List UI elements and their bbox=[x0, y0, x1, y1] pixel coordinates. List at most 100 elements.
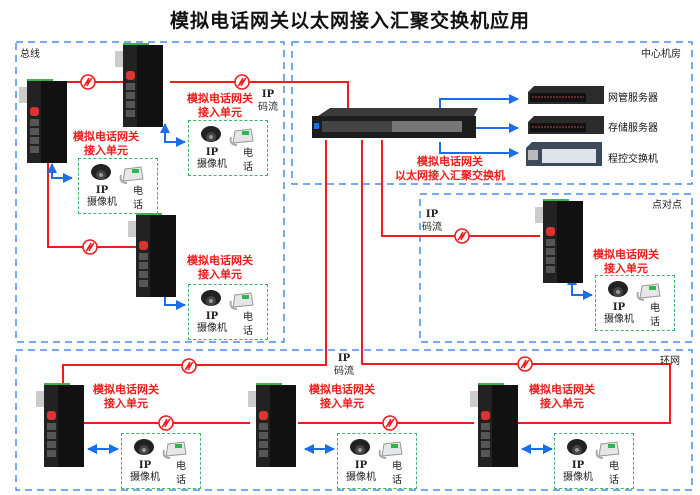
gw-label-line2: 接入单元 bbox=[320, 397, 364, 410]
zone-label-ring: 环网 bbox=[660, 356, 680, 367]
ip-stream-label: IP 码流 bbox=[258, 88, 278, 114]
gw-label-line2: 接入单元 bbox=[540, 397, 584, 410]
ip-camera-icon[interactable] bbox=[607, 280, 629, 302]
gw-label-line1: 模拟电话网关 bbox=[529, 383, 595, 396]
phone-label-line2: 话 bbox=[176, 475, 186, 486]
phone-label-line2: 话 bbox=[650, 317, 660, 328]
fiber-link-bus-to-center bbox=[170, 81, 349, 110]
phone-icon[interactable] bbox=[229, 289, 255, 311]
camera-label-line2: 摄像机 bbox=[563, 472, 593, 483]
fiber-symbol-icon bbox=[234, 74, 250, 90]
phone-icon[interactable] bbox=[229, 125, 255, 147]
gateway-unit-label: 模拟电话网关接入单元 bbox=[180, 254, 260, 282]
gateway-unit-device-icon[interactable] bbox=[19, 79, 67, 163]
zone-p2p-border bbox=[419, 193, 693, 343]
gateway-unit-device-icon[interactable] bbox=[248, 383, 296, 467]
zone-label-center: 中心机房 bbox=[641, 49, 681, 60]
phone-label-line2: 话 bbox=[392, 475, 402, 486]
ip-camera-icon[interactable] bbox=[133, 438, 155, 460]
zone-center-border bbox=[291, 41, 693, 185]
phone-label-line2: 话 bbox=[609, 475, 619, 486]
ip-stream-line2: 码流 bbox=[422, 222, 442, 233]
ip-camera-icon[interactable] bbox=[349, 438, 371, 460]
phone-label-line2: 话 bbox=[243, 162, 253, 173]
phone-icon[interactable] bbox=[119, 163, 145, 185]
ip-stream-label: IP 码流 bbox=[334, 352, 354, 378]
camera-label-line1: IP bbox=[205, 311, 219, 322]
server-label: 网管服务器 bbox=[608, 93, 658, 104]
rack-server-icon[interactable] bbox=[528, 116, 604, 134]
phone-label-line1: 电 bbox=[243, 148, 253, 159]
gw-label-line1: 模拟电话网关 bbox=[73, 130, 139, 143]
camera-label-line1: IP bbox=[138, 460, 152, 471]
phone-icon[interactable] bbox=[378, 438, 404, 460]
ip-camera-icon[interactable] bbox=[200, 125, 222, 147]
phone-label: 电话 bbox=[174, 460, 188, 488]
fiber-link-p2p bbox=[381, 140, 540, 237]
aggregation-switch-icon[interactable] bbox=[312, 108, 478, 138]
camera-label-line1: IP bbox=[205, 147, 219, 158]
phone-label: 电话 bbox=[241, 147, 255, 175]
gateway-unit-label: 模拟电话网关接入单元 bbox=[180, 92, 260, 120]
camera-label-line1: IP bbox=[354, 460, 368, 471]
phone-icon[interactable] bbox=[636, 280, 662, 302]
camera-label-line1: IP bbox=[95, 185, 109, 196]
gateway-unit-device-icon[interactable] bbox=[36, 383, 84, 467]
gateway-unit-device-icon[interactable] bbox=[128, 213, 176, 297]
fiber-symbol-icon bbox=[158, 415, 174, 431]
ip-stream-line1: IP bbox=[425, 209, 439, 220]
ip-camera-icon[interactable] bbox=[90, 163, 112, 185]
switch-label-line1: 模拟电话网关 bbox=[417, 155, 483, 168]
gateway-unit-label: 模拟电话网关接入单元 bbox=[86, 383, 166, 411]
ip-stream-line1: IP bbox=[337, 353, 351, 364]
page-title: 模拟电话网关以太网接入汇聚交换机应用 bbox=[169, 10, 530, 32]
phone-label-line2: 话 bbox=[133, 200, 143, 211]
phone-label: 电话 bbox=[390, 460, 404, 488]
fiber-symbol-icon bbox=[454, 228, 470, 244]
gateway-unit-label: 模拟电话网关接入单元 bbox=[302, 383, 382, 411]
ip-stream-line2: 码流 bbox=[258, 102, 278, 113]
gw-label-line2: 接入单元 bbox=[604, 262, 648, 275]
ip-stream-line2: 码流 bbox=[334, 366, 354, 377]
ip-stream-line1: IP bbox=[261, 89, 275, 100]
gateway-unit-label: 模拟电话网关接入单元 bbox=[586, 248, 666, 276]
fiber-symbol-icon bbox=[80, 74, 96, 90]
fiber-symbol-icon bbox=[517, 356, 533, 372]
gw-label-line1: 模拟电话网关 bbox=[187, 254, 253, 267]
gw-label-line1: 模拟电话网关 bbox=[309, 383, 375, 396]
fiber-symbol-icon bbox=[181, 358, 197, 374]
gw-label-line2: 接入单元 bbox=[198, 106, 242, 119]
phone-label-line1: 电 bbox=[650, 303, 660, 314]
ip-camera-icon[interactable] bbox=[200, 289, 222, 311]
pbx-icon[interactable] bbox=[526, 142, 602, 166]
camera-label-line2: 摄像机 bbox=[604, 314, 634, 325]
camera-label-line2: 摄像机 bbox=[346, 472, 376, 483]
rack-server-icon[interactable] bbox=[528, 86, 604, 104]
gateway-unit-device-icon[interactable] bbox=[470, 383, 518, 467]
phone-icon[interactable] bbox=[595, 438, 621, 460]
gateway-unit-device-icon[interactable] bbox=[115, 43, 163, 127]
fiber-symbol-icon bbox=[382, 415, 398, 431]
gw-label-line2: 接入单元 bbox=[198, 268, 242, 281]
gw-label-line1: 模拟电话网关 bbox=[93, 383, 159, 396]
switch-label: 模拟电话网关 以太网接入汇聚交换机 bbox=[380, 155, 520, 183]
gw-label-line2: 接入单元 bbox=[84, 144, 128, 157]
fiber-link-ring-right bbox=[361, 140, 671, 424]
server-label: 存储服务器 bbox=[608, 123, 658, 134]
phone-icon[interactable] bbox=[162, 438, 188, 460]
gateway-unit-device-icon[interactable] bbox=[535, 199, 583, 283]
eth-link-server1 bbox=[439, 94, 519, 112]
fiber-symbol-icon bbox=[82, 239, 98, 255]
phone-label-line1: 电 bbox=[176, 461, 186, 472]
ip-camera-icon[interactable] bbox=[566, 438, 588, 460]
